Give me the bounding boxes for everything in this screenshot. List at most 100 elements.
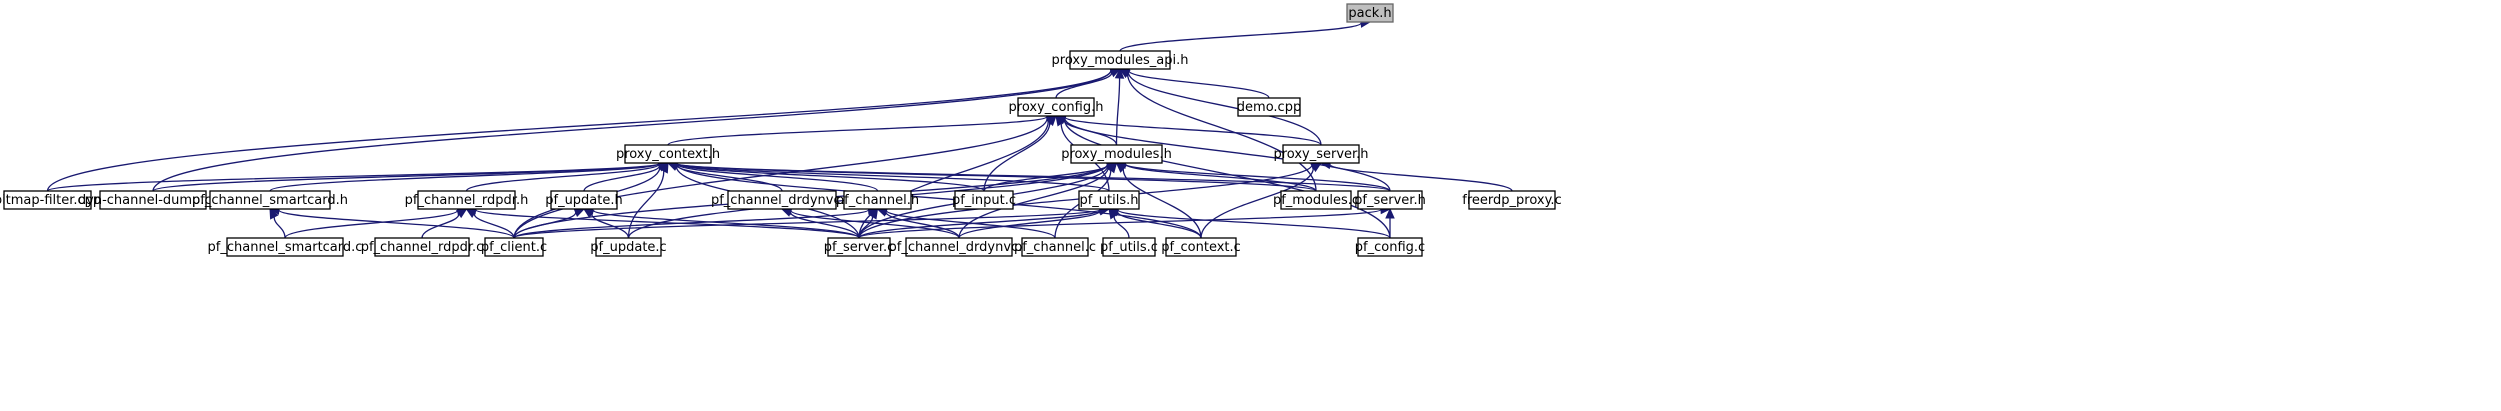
node-pf-input-c[interactable]: pf_input.c (952, 190, 1016, 210)
edge-pf-channel-smartcard-h-to-proxy-context-h (269, 158, 670, 192)
node-label: pf_context.c (1161, 240, 1241, 255)
edge-line (278, 209, 515, 239)
arrowhead (1114, 67, 1125, 79)
node-label: bitmap-filter.cpp (0, 193, 101, 208)
edge-line (1117, 209, 1391, 239)
edge-line (983, 122, 1051, 192)
node-dyn-channel-dump-cpp[interactable]: dyn-channel-dump.cpp (78, 190, 228, 210)
arrowhead (659, 161, 669, 174)
edge-line (1122, 168, 1202, 239)
edge-line (513, 208, 1101, 239)
edge-line (513, 209, 870, 239)
edge-bitmap-filter-cpp-to-proxy-modules-api-h (46, 65, 1122, 192)
node-label: dyn-channel-dump.cpp (78, 193, 228, 208)
node-pf-update-h[interactable]: pf_update.h (545, 190, 623, 210)
node-pf-utils-h[interactable]: pf_utils.h (1078, 190, 1140, 210)
arrowhead (1115, 162, 1127, 173)
node-pf-server-c[interactable]: pf_server.c (824, 237, 895, 257)
node-box (843, 190, 912, 210)
node-pf-client-c[interactable]: pf_client.c (481, 237, 547, 257)
edge-line (1064, 117, 1391, 192)
node-box (374, 237, 470, 257)
node-box (1021, 237, 1089, 257)
node-label: proxy_modules.h (1061, 147, 1172, 162)
edge-line (152, 162, 660, 192)
node-label: pf_utils.c (1100, 240, 1158, 255)
node-label: pf_config.c (1355, 240, 1425, 255)
node-label: proxy_modules_api.h (1052, 53, 1189, 68)
edge-line (1119, 22, 1362, 52)
node-label: pf_channel_smartcard.c (208, 240, 363, 255)
node-proxy-modules-h[interactable]: proxy_modules.h (1061, 144, 1172, 164)
node-pf-channel-rdpdr-h[interactable]: pf_channel_rdpdr.h (405, 190, 529, 210)
edge-pf-server-c-to-pf-server-h (858, 204, 1392, 239)
node-proxy-config-h[interactable]: proxy_config.h (1009, 97, 1104, 117)
node-proxy-server-h[interactable]: proxy_server.h (1273, 144, 1369, 164)
node-box (226, 237, 344, 257)
node-box (1346, 3, 1394, 23)
edge-line (583, 165, 661, 192)
node-box (99, 190, 207, 210)
arrowhead (573, 208, 586, 218)
node-pf-update-c[interactable]: pf_update.c (590, 237, 667, 257)
node-box (905, 237, 1013, 257)
node-proxy-modules-api-h[interactable]: proxy_modules_api.h (1052, 50, 1189, 70)
edge-pf-context-c-to-proxy-server-h (1200, 162, 1323, 239)
edge-line (676, 162, 1110, 192)
edge-line (1200, 167, 1315, 239)
node-box (1357, 190, 1423, 210)
node-proxy-context-h[interactable]: proxy_context.h (616, 144, 720, 164)
edge-line (1128, 70, 1270, 99)
edge-pf-context-c-to-proxy-modules-h (1115, 162, 1202, 239)
edge-line (473, 213, 515, 239)
node-pf-channel-rdpdr-c[interactable]: pf_channel_rdpdr.c (361, 237, 484, 257)
node-pf-server-h[interactable]: pf_server.h (1354, 190, 1426, 210)
node-pf-config-c[interactable]: pf_config.c (1355, 237, 1425, 257)
node-pf-channel-smartcard-c[interactable]: pf_channel_smartcard.c (208, 237, 363, 257)
node-label: demo.cpp (1237, 100, 1301, 115)
edge-line (1124, 163, 1317, 192)
node-label: pf_channel_rdpdr.h (405, 193, 529, 208)
node-demo-cpp[interactable]: demo.cpp (1237, 97, 1301, 117)
node-freerdp-proxy-c[interactable]: freerdp_proxy.c (1462, 190, 1562, 210)
edge-line (676, 163, 1202, 239)
node-pf-modules-c[interactable]: pf_modules.c (1273, 190, 1359, 210)
edge-line (592, 209, 860, 239)
node-pf-channel-c[interactable]: pf_channel.c (1014, 237, 1096, 257)
node-pf-context-c[interactable]: pf_context.c (1161, 237, 1241, 257)
edge-demo-cpp-to-proxy-modules-api-h (1118, 66, 1270, 99)
node-label: freerdp_proxy.c (1462, 193, 1561, 208)
edge-line (1126, 73, 1317, 192)
edge-line (1329, 163, 1513, 192)
node-box (1017, 97, 1095, 117)
node-label: pf_channel_drdynvc.c (889, 240, 1030, 255)
edge-line (1124, 163, 1391, 192)
edge-line (858, 209, 1101, 239)
node-label: proxy_server.h (1273, 147, 1368, 162)
node-box (550, 190, 618, 210)
edge-line (590, 213, 630, 239)
node-pack-h[interactable]: pack.h (1346, 3, 1394, 23)
edge-dyn-channel-dump-cpp-to-proxy-modules-api-h (152, 65, 1122, 192)
node-pf-channel-smartcard-h[interactable]: pf_channel_smartcard.h (192, 190, 348, 210)
node-pf-utils-c[interactable]: pf_utils.c (1100, 237, 1158, 257)
node-pf-channel-h[interactable]: pf_channel.h (836, 190, 919, 210)
node-label: pf_client.c (481, 240, 547, 255)
node-label: pf_input.c (952, 193, 1016, 208)
node-bitmap-filter-cpp[interactable]: bitmap-filter.cpp (0, 190, 101, 210)
edge-line (284, 209, 459, 239)
edge-line (465, 163, 660, 192)
edge-line (273, 216, 286, 239)
node-pf-channel-drdynvc-h[interactable]: pf_channel_drdynvc.h (711, 190, 853, 210)
edge-line (676, 162, 1391, 192)
edge-line (1115, 77, 1121, 146)
edge-line (1055, 72, 1113, 99)
edge-pf-channel-rdpdr-c-to-pf-channel-rdpdr-h (421, 208, 468, 239)
edge-proxy-modules-api-h-to-pack-h (1119, 18, 1372, 52)
arrowhead (1118, 68, 1131, 79)
node-pf-channel-drdynvc-c[interactable]: pf_channel_drdynvc.c (889, 237, 1030, 257)
edge-line (152, 69, 1112, 192)
edge-pf-server-c-to-pf-utils-h (858, 205, 1111, 239)
edge-line (269, 163, 660, 192)
